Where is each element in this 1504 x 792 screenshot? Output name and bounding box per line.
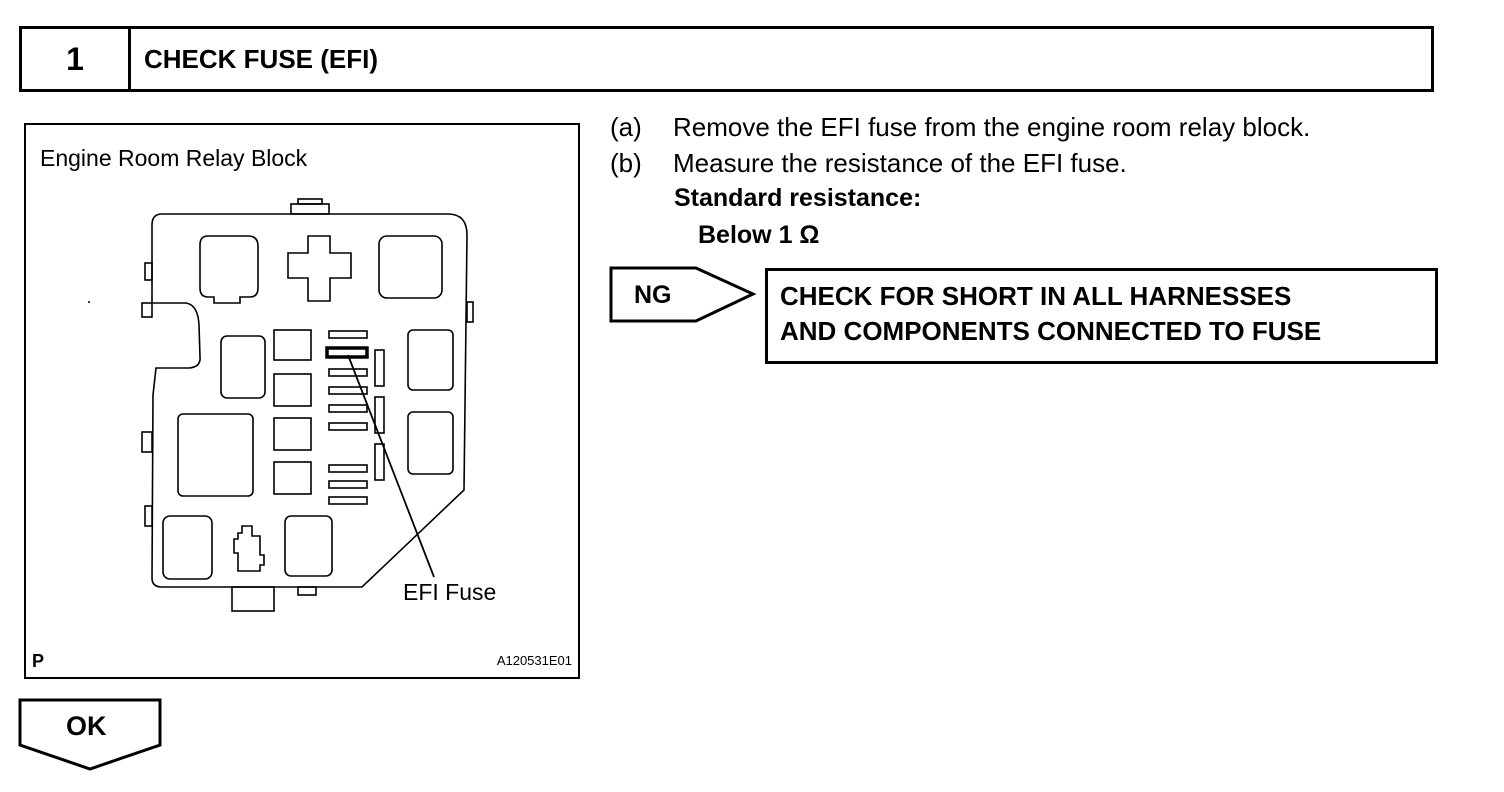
mini-relay [273, 329, 312, 361]
side-tab [144, 505, 153, 527]
relay-slot [220, 335, 266, 399]
relay-slot [407, 329, 454, 391]
efi-fuse-callout: EFI Fuse [403, 579, 497, 605]
mini-relay [273, 461, 312, 495]
fuse [328, 368, 368, 377]
figure-caption: Engine Room Relay Block [40, 145, 308, 171]
bottom-tab [297, 586, 317, 596]
instruction-letter: (a) [610, 112, 642, 142]
instruction-text: Measure the resistance of the EFI fuse. [673, 148, 1127, 178]
ng-result-box: CHECK FOR SHORT IN ALL HARNESSES AND COM… [765, 268, 1438, 364]
fuse [328, 386, 368, 395]
fuse [374, 443, 385, 481]
ng-label: NG [634, 281, 672, 309]
step-number: 1 [22, 29, 131, 89]
ng-arrow [609, 266, 757, 323]
fuse [328, 496, 368, 505]
figure-code: A120531E01 [496, 653, 572, 668]
side-tab [141, 431, 153, 453]
step-header: 1 CHECK FUSE (EFI) [19, 26, 1434, 92]
relay-slot [287, 235, 352, 302]
stray-dot [88, 301, 90, 303]
side-tab [144, 262, 153, 281]
relay-slot [284, 515, 333, 577]
instruction-text: Remove the EFI fuse from the engine room… [673, 112, 1311, 142]
mini-relay [273, 417, 312, 451]
standard-value: Below 1 Ω [698, 221, 820, 249]
relay-slot [199, 235, 259, 304]
relay-slot [233, 525, 265, 572]
relay-slot [407, 411, 454, 475]
ok-label: OK [66, 711, 107, 741]
relay-block-outline [151, 213, 468, 588]
relay-slot [162, 515, 213, 580]
ng-result-line-2: AND COMPONENTS CONNECTED TO FUSE [780, 316, 1322, 346]
fuse [328, 404, 368, 413]
fuse [328, 464, 368, 473]
figure-corner-letter: P [32, 651, 45, 671]
callout-leader-line [347, 354, 435, 578]
efi-fuse [325, 346, 369, 359]
fuse [374, 349, 385, 387]
ng-result-line-1: CHECK FOR SHORT IN ALL HARNESSES [780, 281, 1292, 311]
instruction-letter: (b) [610, 148, 642, 178]
top-tab-inner [297, 198, 323, 205]
side-tab [141, 302, 153, 318]
standard-label: Standard resistance: [674, 184, 922, 212]
mini-relay [273, 373, 312, 407]
fuse [328, 480, 368, 489]
fuse [328, 422, 368, 431]
top-tab [290, 203, 330, 215]
relay-block-figure: Engine Room Relay Block EFI Fuse P A1205… [24, 123, 580, 679]
fuse [374, 396, 385, 434]
bottom-tab [231, 586, 275, 612]
relay-block-diagram [88, 198, 474, 612]
fuse [328, 330, 368, 339]
side-tab [466, 301, 474, 323]
relay-slot [177, 413, 254, 497]
ok-arrow [18, 698, 162, 771]
relay-slot [378, 235, 443, 299]
step-title: CHECK FUSE (EFI) [144, 43, 378, 74]
